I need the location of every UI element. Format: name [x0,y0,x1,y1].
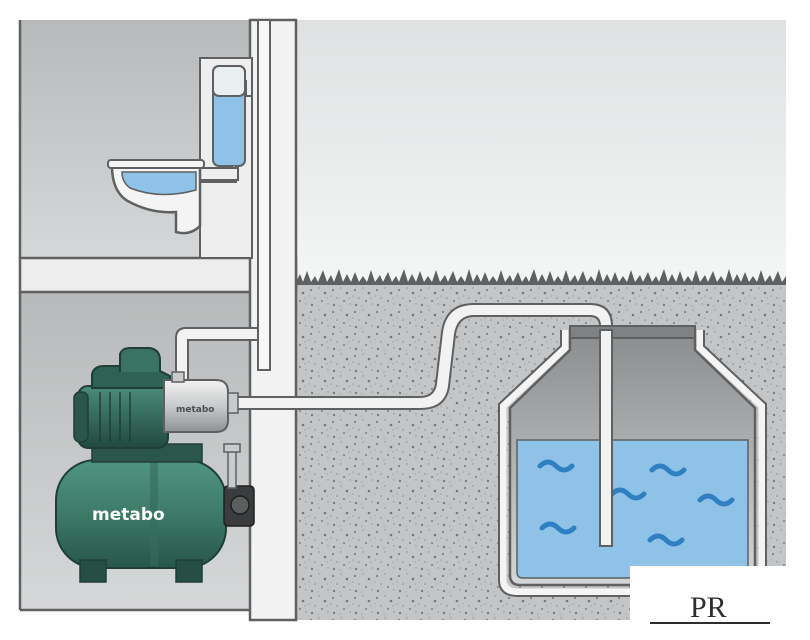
watermark-underline [650,622,770,624]
riser-pipe [258,20,270,370]
house-wall [250,20,296,620]
tank-foot-right [176,560,202,582]
tank-brand-label: metabo [92,505,165,525]
sky [296,20,786,282]
motor-brand-label: metabo [176,405,214,415]
watermark-logo: PR [690,591,727,624]
pump-motor [78,386,168,448]
tank-foot-left [80,560,106,582]
